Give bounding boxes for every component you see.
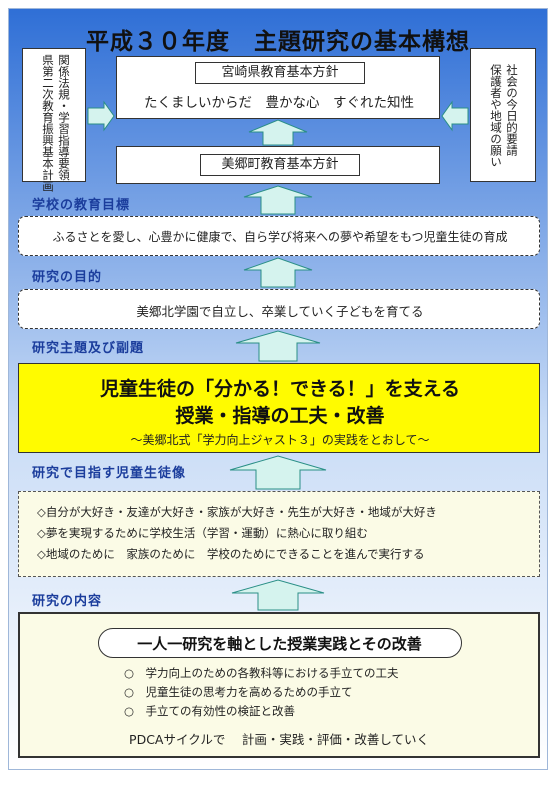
miyazaki-policy-subtitle: たくましいからだ 豊かな心 すぐれた知性 xyxy=(144,95,414,111)
misato-policy-label: 美郷町教育基本方針 xyxy=(200,154,360,176)
content-item-2: ○ 児童生徒の思考力を高めるための手立て xyxy=(124,685,353,699)
miyazaki-policy-label: 宮崎県教育基本方針 xyxy=(195,62,365,84)
school-goal-text: ふるさとを愛し、心豊かに健康で、自ら学び将来への夢や希望をもつ児童生徒の育成 xyxy=(52,230,508,244)
misato-policy-box: 美郷町教育基本方針 xyxy=(116,146,440,184)
theme-line-2: 授業・指導の工夫・改善 xyxy=(175,405,385,427)
social-demands-box: 社会の今日的要請 保護者や地域の願い xyxy=(470,48,536,182)
social-demands-line-1: 社会の今日的要請 xyxy=(505,64,519,156)
up-arrow-goal-to-misato xyxy=(243,185,313,215)
ideal-heading: 研究で目指す児童生徒像 xyxy=(32,466,187,481)
school-goal-box: ふるさとを愛し、心豊かに健康で、自ら学び将来への夢や希望をもつ児童生徒の育成 xyxy=(18,216,540,256)
content-box: 一人一研究を軸とした授業実践とその改善 ○ 学力向上のための各教科等における手立… xyxy=(18,612,540,758)
content-item-1: ○ 学力向上のための各教科等における手立ての工夫 xyxy=(124,666,399,680)
up-arrow-theme-to-purpose xyxy=(235,330,321,362)
content-main-pill: 一人一研究を軸とした授業実践とその改善 xyxy=(98,628,462,658)
ideal-box: ◇自分が大好き・友達が大好き・家族が大好き・先生が大好き・地域が大好き ◇夢を実… xyxy=(18,491,540,577)
legal-basis-line-2: 県第二次教育振興基本計画 xyxy=(41,54,55,192)
purpose-heading: 研究の目的 xyxy=(32,270,103,285)
arrow-left-to-center xyxy=(87,100,115,132)
content-footer: PDCAサイクルで 計画・実践・評価・改善していく xyxy=(129,732,429,747)
purpose-box: 美郷北学園で自立し、卒業していく子どもを育てる xyxy=(18,289,540,329)
school-goal-heading: 学校の教育目標 xyxy=(32,198,131,213)
purpose-text: 美郷北学園で自立し、卒業していく子どもを育てる xyxy=(136,304,424,319)
legal-basis-box: 関係法規・学習指導要領 県第二次教育振興基本計画 xyxy=(22,48,86,192)
up-arrow-content-to-ideal xyxy=(231,579,325,611)
up-arrow-purpose-to-goal xyxy=(243,257,313,288)
theme-box: 児童生徒の「分かる！できる！」を支える 授業・指導の工夫・改善 ～美郷北式「学力… xyxy=(18,363,540,453)
ideal-item-1: ◇自分が大好き・友達が大好き・家族が大好き・先生が大好き・地域が大好き xyxy=(37,505,437,519)
content-main-text: 一人一研究を軸とした授業実践とその改善 xyxy=(137,635,422,653)
content-heading: 研究の内容 xyxy=(32,594,103,609)
theme-subtitle: ～美郷北式「学力向上ジャスト３」の実践をとおして～ xyxy=(130,433,430,447)
miyazaki-policy-box: 宮崎県教育基本方針 たくましいからだ 豊かな心 すぐれた知性 xyxy=(116,56,440,119)
theme-heading: 研究主題及び副題 xyxy=(32,341,145,356)
up-arrow-misato-to-miyazaki xyxy=(248,119,308,146)
ideal-item-3: ◇地域のために 家族のために 学校のためにできることを進んで実行する xyxy=(37,547,425,561)
ideal-item-2: ◇夢を実現するために学校生活（学習・運動）に熱心に取り組む xyxy=(37,526,368,540)
legal-basis-line-1: 関係法規・学習指導要領 xyxy=(57,54,71,181)
theme-line-1: 児童生徒の「分かる！できる！」を支える xyxy=(99,378,461,400)
page-title: 平成３０年度 主題研究の基本構想 xyxy=(86,29,470,55)
arrow-right-to-center xyxy=(441,100,469,132)
social-demands-line-2: 保護者や地域の願い xyxy=(489,64,503,168)
up-arrow-ideal-to-theme xyxy=(229,455,327,490)
content-item-3: ○ 手立ての有効性の検証と改善 xyxy=(124,704,296,718)
